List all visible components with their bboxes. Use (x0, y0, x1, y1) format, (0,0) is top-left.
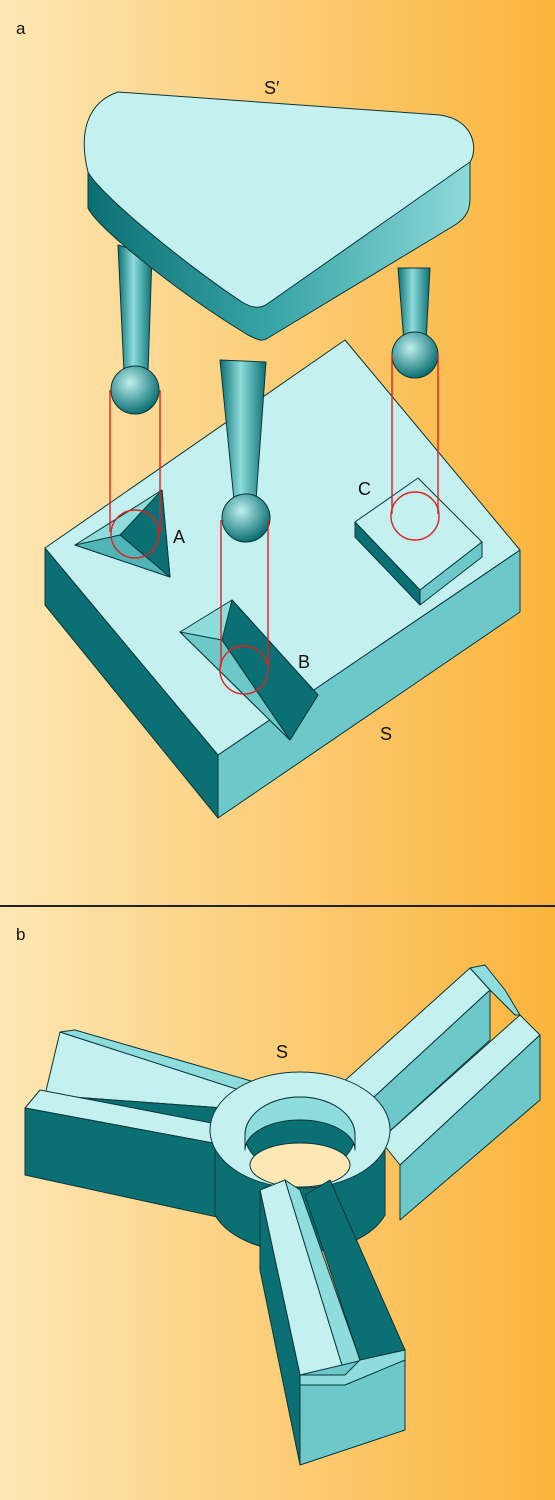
arm-bottom (259, 1179, 406, 1466)
base-plate (44, 339, 521, 819)
label-plate-s: S (276, 1042, 288, 1062)
contact-projections (109, 355, 440, 695)
leg-right (391, 267, 439, 379)
panel-a: a S′ A B C S (16, 19, 521, 819)
contact-circle-c (390, 491, 440, 541)
label-groove-a: A (173, 527, 185, 547)
leg-left (110, 244, 160, 415)
groove-b-v-groove (179, 599, 319, 741)
panel-b-letter: b (16, 925, 25, 944)
leg-middle (219, 359, 271, 543)
panel-b: b S (16, 925, 541, 1466)
flat-c (354, 477, 483, 606)
label-base-plate: S (380, 724, 392, 744)
arm-right (339, 964, 541, 1221)
top-plate (83, 91, 475, 341)
label-groove-b: B (298, 652, 310, 672)
label-top-plate: S′ (264, 78, 280, 98)
contact-circle-b (219, 645, 269, 695)
contact-circle-a (110, 509, 160, 559)
arm-left (24, 1029, 266, 1223)
panel-a-letter: a (16, 19, 26, 38)
label-flat-c: C (358, 479, 371, 499)
